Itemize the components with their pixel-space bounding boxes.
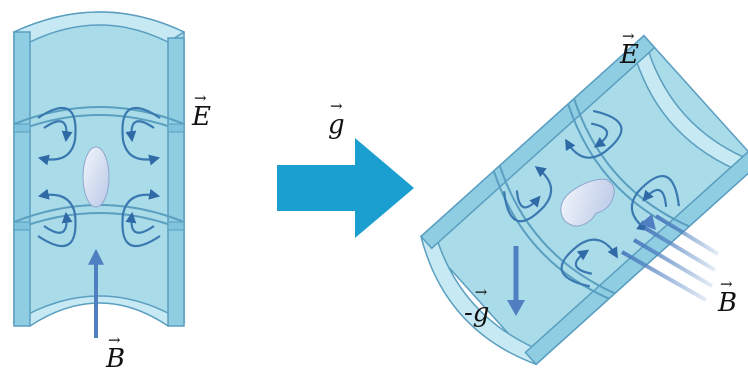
left-cell xyxy=(83,147,109,207)
neg-g-label: -g xyxy=(464,300,489,326)
g-vector-label: g xyxy=(328,112,345,138)
left-vessel-right-wall xyxy=(168,38,184,326)
b-field-label-right: B xyxy=(718,290,737,316)
b-field-label-left: B xyxy=(106,346,125,372)
neg-g-prefix: - xyxy=(464,298,473,328)
gravity-transition-arrow xyxy=(277,138,414,238)
right-vessel xyxy=(404,36,748,374)
neg-g-symbol: g xyxy=(473,298,490,328)
left-vessel xyxy=(14,12,184,338)
e-field-label-right: E xyxy=(620,42,639,68)
e-field-label: E xyxy=(192,104,211,130)
left-vessel-left-wall xyxy=(14,32,30,326)
